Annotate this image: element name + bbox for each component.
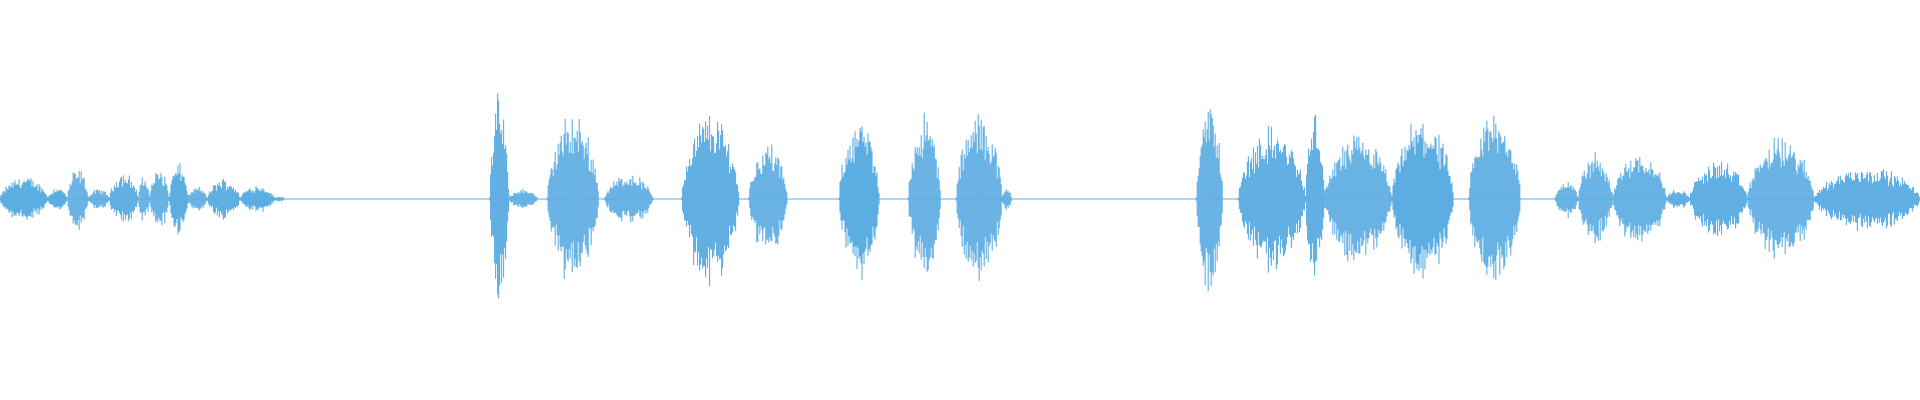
waveform-bars <box>0 93 1920 299</box>
